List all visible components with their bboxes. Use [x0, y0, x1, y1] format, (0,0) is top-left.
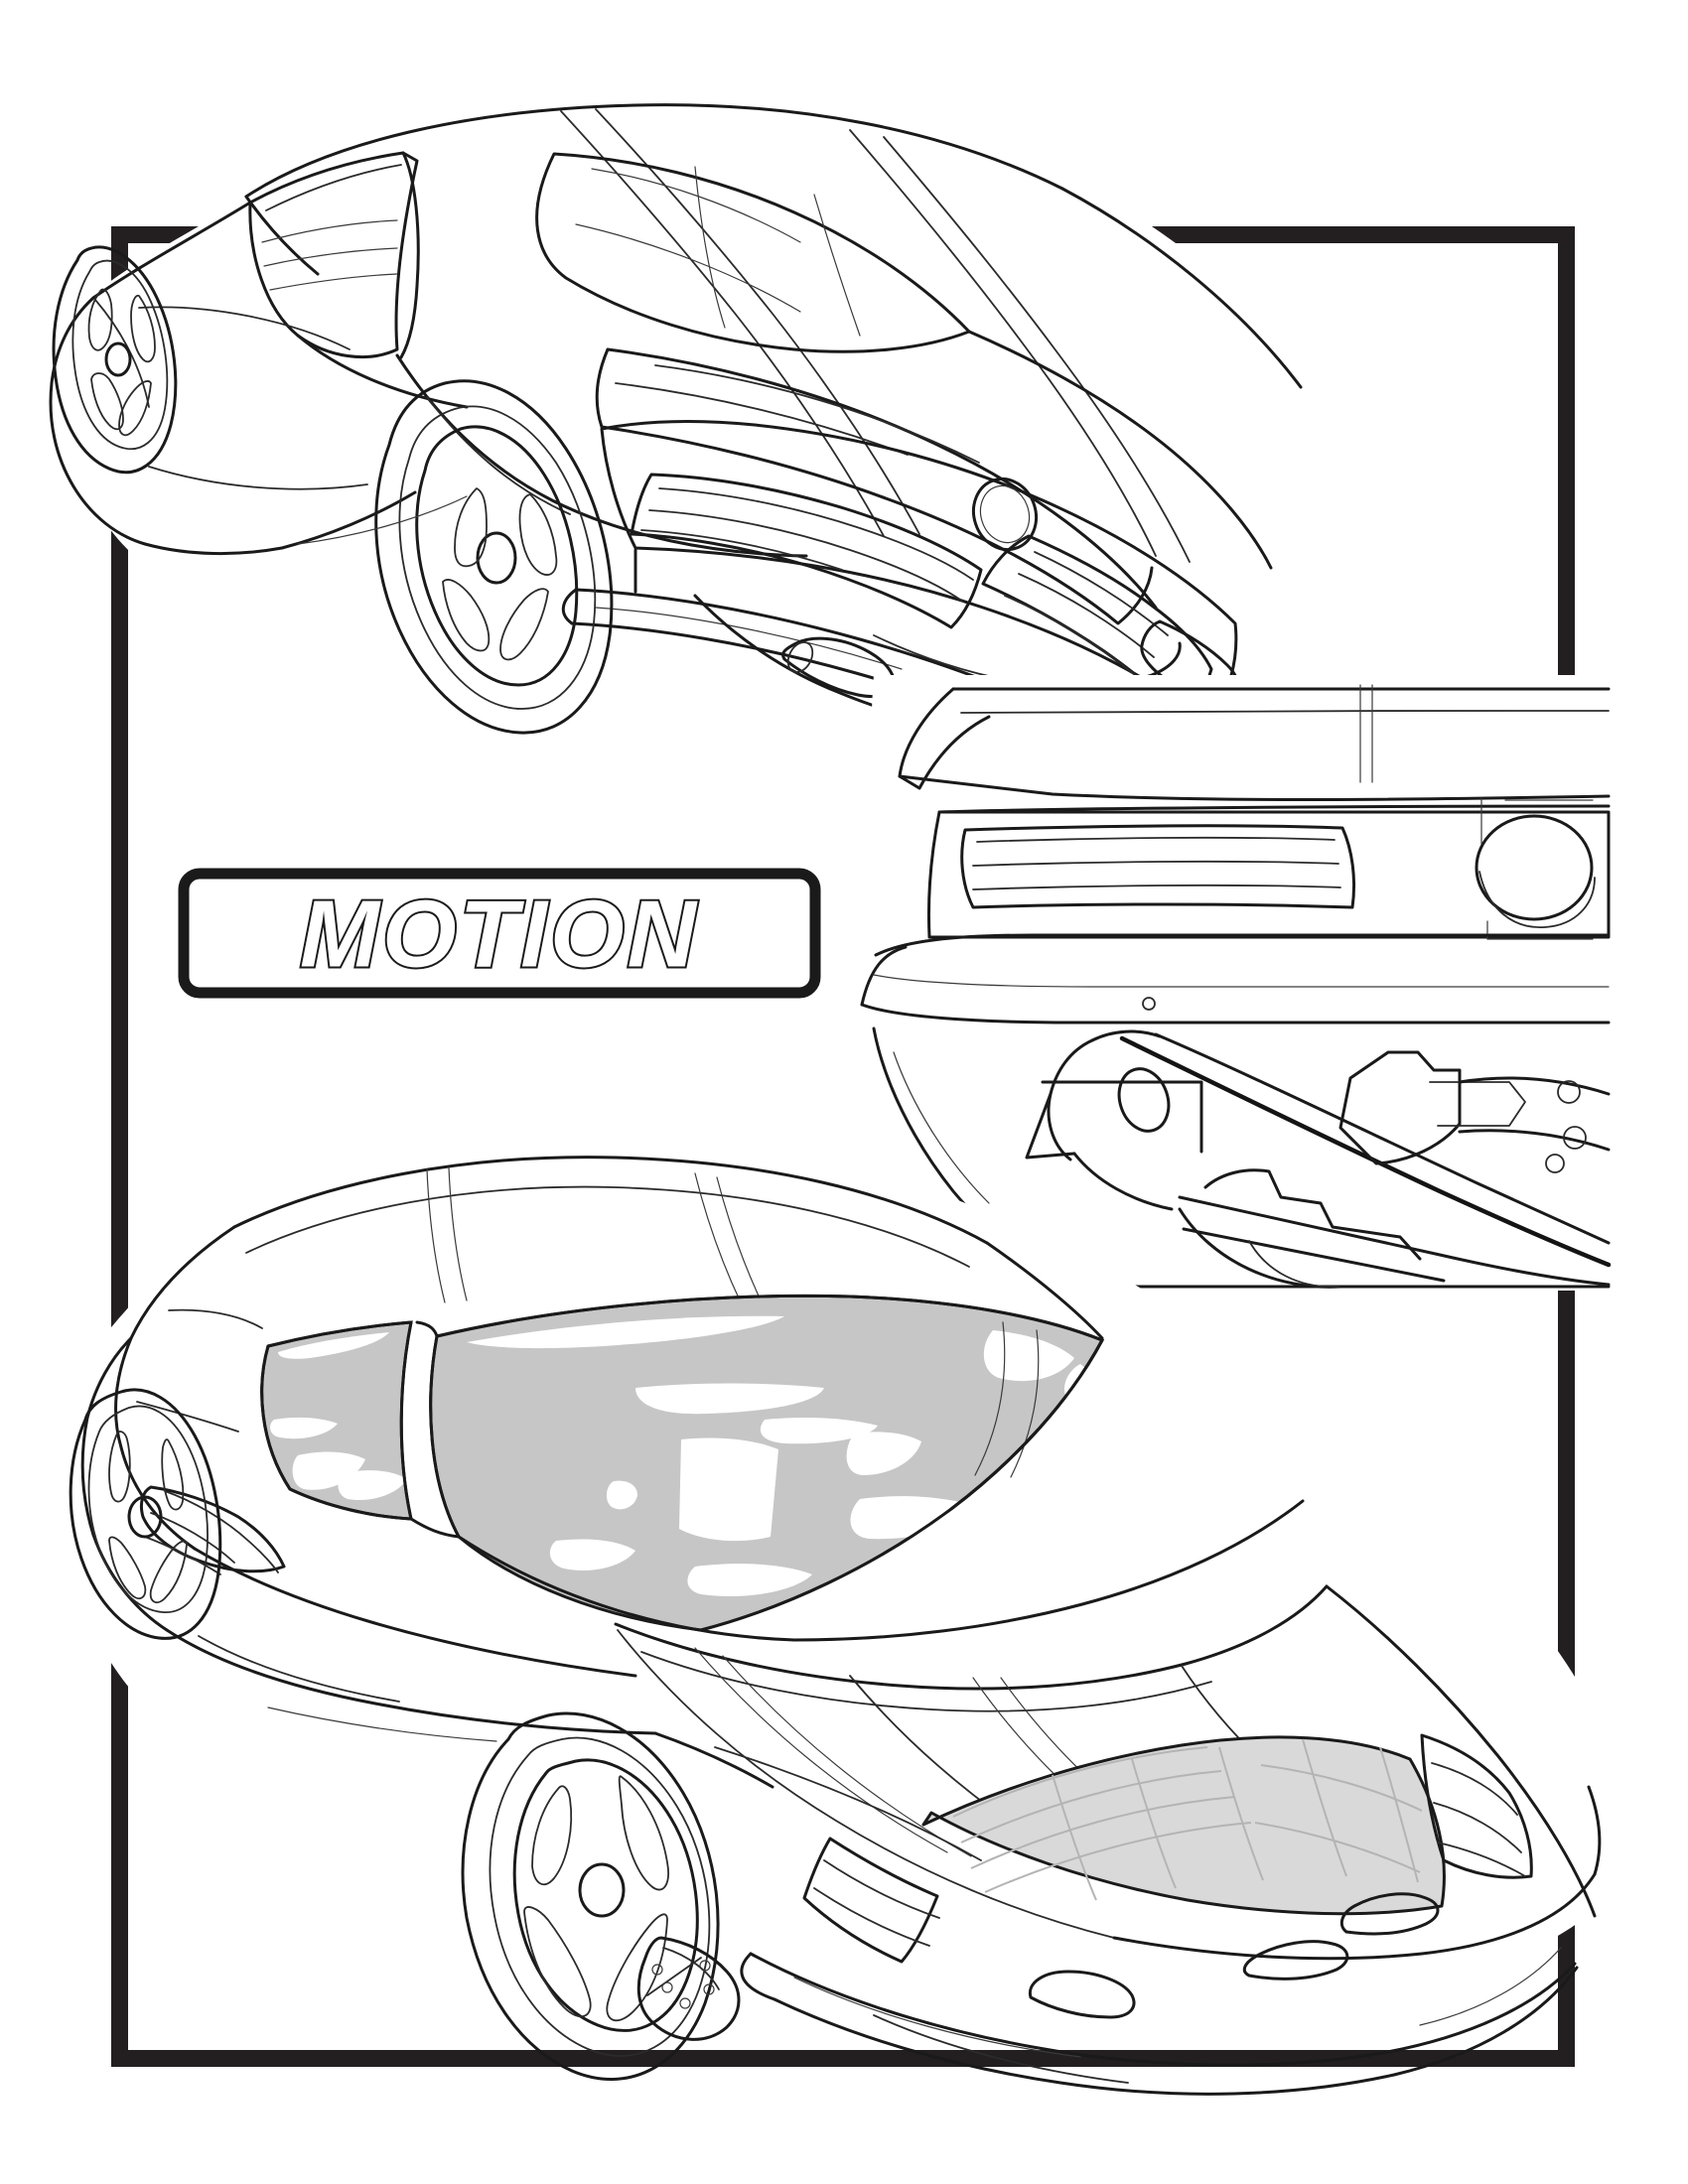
wheel-front-top-car — [52, 245, 178, 475]
wheel-rear-bottom-car — [461, 1711, 741, 2081]
car-rear-three-quarter — [49, 103, 1378, 852]
car-front-three-quarter — [54, 1139, 1630, 2096]
car-rear-closeup — [860, 675, 1612, 1291]
wheel-front-bottom-car — [69, 1388, 222, 1640]
wheel-rear-top-car — [374, 379, 614, 735]
motion-badge-label: MOTION — [300, 882, 699, 988]
motion-badge-frame — [178, 868, 821, 999]
motion-badge[interactable]: MOTION — [178, 868, 821, 999]
